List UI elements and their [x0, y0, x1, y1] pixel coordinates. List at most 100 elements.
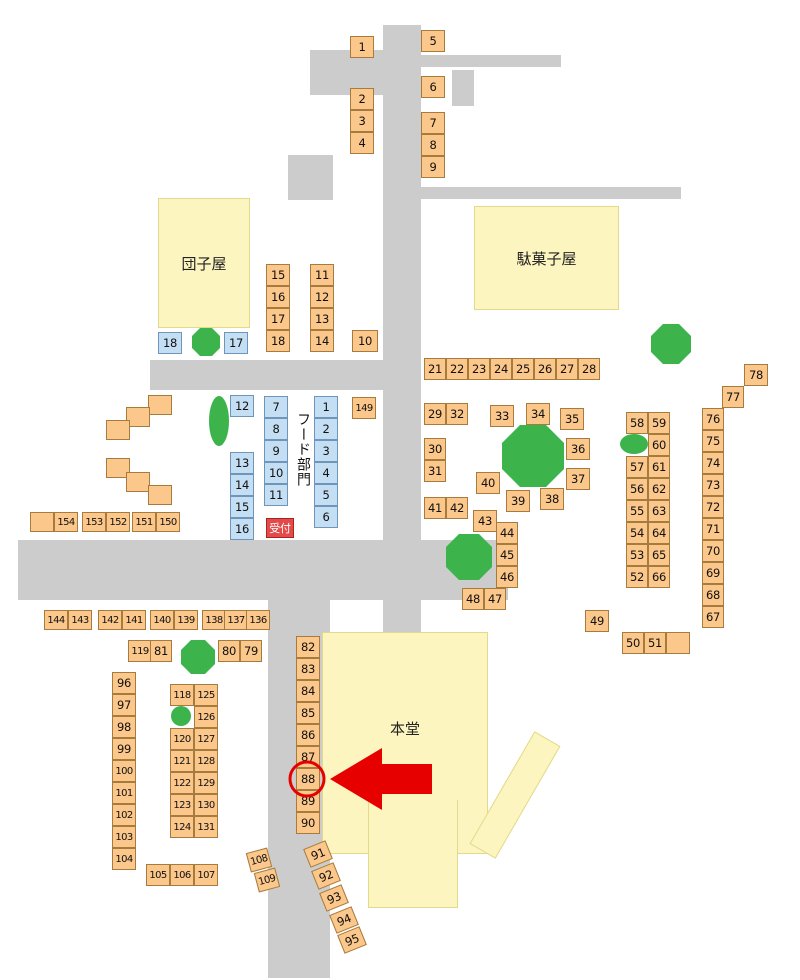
- food-stall[interactable]: 17: [224, 332, 248, 354]
- stall[interactable]: 104: [112, 848, 136, 870]
- stall[interactable]: 40: [476, 472, 500, 494]
- stall[interactable]: 97: [112, 694, 136, 716]
- food-stall[interactable]: 7: [264, 396, 288, 418]
- stall[interactable]: 44: [496, 522, 518, 544]
- stall[interactable]: 128: [194, 750, 218, 772]
- stall[interactable]: 99: [112, 738, 136, 760]
- food-stall[interactable]: 5: [314, 484, 338, 506]
- stall[interactable]: 53: [626, 544, 648, 566]
- reception-stall[interactable]: 受付: [266, 518, 294, 538]
- stall[interactable]: 3: [350, 110, 374, 132]
- stall[interactable]: 1: [350, 36, 374, 58]
- stall[interactable]: 34: [526, 403, 550, 425]
- food-stall[interactable]: 12: [230, 395, 254, 417]
- stall[interactable]: 124: [170, 816, 194, 838]
- stall[interactable]: 38: [540, 488, 564, 510]
- food-stall[interactable]: 1: [314, 396, 338, 418]
- stall[interactable]: 66: [648, 566, 670, 588]
- stall[interactable]: 10: [352, 330, 378, 352]
- stall[interactable]: 102: [112, 804, 136, 826]
- stall[interactable]: 100: [112, 760, 136, 782]
- stall[interactable]: 149: [352, 397, 376, 419]
- stall[interactable]: 83: [296, 658, 320, 680]
- stall[interactable]: 59: [648, 412, 670, 434]
- stall[interactable]: 32: [446, 403, 468, 425]
- stall[interactable]: 121: [170, 750, 194, 772]
- food-stall[interactable]: 15: [230, 496, 254, 518]
- stall[interactable]: 8: [421, 134, 445, 156]
- stall[interactable]: 43: [473, 510, 497, 532]
- stall[interactable]: 140: [150, 610, 174, 630]
- stall[interactable]: 24: [490, 358, 512, 380]
- stall[interactable]: 118: [170, 684, 194, 706]
- stall[interactable]: 15: [266, 264, 290, 286]
- stall[interactable]: 137: [224, 610, 248, 630]
- stall[interactable]: 62: [648, 478, 670, 500]
- stall[interactable]: [106, 458, 130, 478]
- stall[interactable]: 153: [82, 512, 106, 532]
- stall[interactable]: 45: [496, 544, 518, 566]
- stall[interactable]: [148, 395, 172, 415]
- stall[interactable]: 136: [246, 610, 270, 630]
- food-stall[interactable]: 3: [314, 440, 338, 462]
- stall[interactable]: 9: [421, 156, 445, 178]
- food-stall[interactable]: 9: [264, 440, 288, 462]
- food-stall[interactable]: 18: [158, 332, 182, 354]
- stall[interactable]: 98: [112, 716, 136, 738]
- stall[interactable]: 123: [170, 794, 194, 816]
- stall[interactable]: 57: [626, 456, 648, 478]
- stall[interactable]: 26: [534, 358, 556, 380]
- stall[interactable]: [106, 420, 130, 440]
- stall[interactable]: 74: [702, 452, 724, 474]
- stall[interactable]: 86: [296, 724, 320, 746]
- stall[interactable]: 63: [648, 500, 670, 522]
- stall[interactable]: 150: [156, 512, 180, 532]
- stall[interactable]: 6: [421, 76, 445, 98]
- stall[interactable]: 51: [644, 632, 666, 654]
- stall[interactable]: 7: [421, 112, 445, 134]
- stall[interactable]: 107: [194, 864, 218, 886]
- stall[interactable]: 129: [194, 772, 218, 794]
- stall[interactable]: 78: [744, 364, 768, 386]
- stall[interactable]: 29: [424, 403, 446, 425]
- stall[interactable]: 39: [506, 490, 530, 512]
- stall[interactable]: 81: [150, 640, 172, 662]
- stall[interactable]: 75: [702, 430, 724, 452]
- stall[interactable]: 125: [194, 684, 218, 706]
- stall[interactable]: 33: [490, 405, 514, 427]
- food-stall[interactable]: 14: [230, 474, 254, 496]
- stall[interactable]: 46: [496, 566, 518, 588]
- stall[interactable]: 50: [622, 632, 644, 654]
- stall-88-highlighted[interactable]: 88: [296, 768, 320, 790]
- stall[interactable]: 84: [296, 680, 320, 702]
- food-stall[interactable]: 13: [230, 452, 254, 474]
- stall[interactable]: [148, 485, 172, 505]
- stall[interactable]: 17: [266, 308, 290, 330]
- stall[interactable]: 52: [626, 566, 648, 588]
- stall[interactable]: 103: [112, 826, 136, 848]
- food-stall[interactable]: 11: [264, 484, 288, 506]
- stall[interactable]: 77: [722, 386, 744, 408]
- stall[interactable]: 120: [170, 728, 194, 750]
- stall[interactable]: 69: [702, 562, 724, 584]
- stall[interactable]: 60: [648, 434, 670, 456]
- stall[interactable]: 11: [310, 264, 334, 286]
- stall[interactable]: 76: [702, 408, 724, 430]
- stall[interactable]: 41: [424, 497, 446, 519]
- stall[interactable]: 65: [648, 544, 670, 566]
- stall[interactable]: 144: [44, 610, 68, 630]
- stall[interactable]: 54: [626, 522, 648, 544]
- stall[interactable]: 18: [266, 330, 290, 352]
- stall[interactable]: 126: [194, 706, 218, 728]
- stall[interactable]: 68: [702, 584, 724, 606]
- stall[interactable]: [666, 632, 690, 654]
- stall[interactable]: 23: [468, 358, 490, 380]
- stall[interactable]: 71: [702, 518, 724, 540]
- stall[interactable]: 28: [578, 358, 600, 380]
- stall[interactable]: 72: [702, 496, 724, 518]
- stall[interactable]: 14: [310, 330, 334, 352]
- stall[interactable]: [30, 512, 54, 532]
- stall[interactable]: 42: [446, 497, 468, 519]
- stall[interactable]: 80: [218, 640, 240, 662]
- stall[interactable]: 85: [296, 702, 320, 724]
